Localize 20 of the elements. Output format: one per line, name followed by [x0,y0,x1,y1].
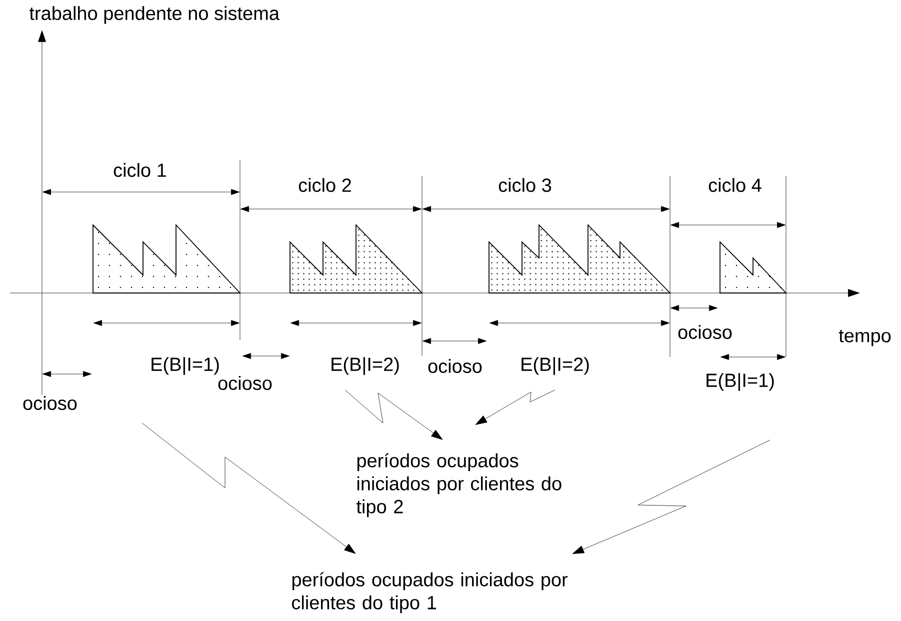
arrow [572,440,770,554]
busy-period-label: E(B|I=1) [152,357,219,375]
cycle-label: ciclo 4 [708,178,762,192]
arrow [142,422,356,554]
busy-period-label: E(B|I=2) [332,357,399,375]
idle-label: ocioso [678,325,732,339]
busy-period-label: E(B|I=1) [706,373,774,391]
cycle-label: ciclo 1 [114,163,166,177]
note-text: períodos ocupados iniciados por clientes do tipo 2 [356,453,562,518]
arrow [475,390,556,425]
axis-label: tempo [838,330,891,346]
idle-label: ocioso [218,376,272,390]
cycle-label: ciclo 3 [498,178,552,192]
axis-label: trabalho pendente no sistema [29,6,280,24]
busy-period-label: E(B|I=2) [522,357,589,375]
cycle-label: ciclo 2 [298,178,351,192]
arrow [344,390,443,440]
note-text: períodos ocupados iniciados por clientes do tipo 1 [292,572,568,614]
idle-label: ocioso [428,359,482,373]
idle-label: ocioso [23,396,77,410]
